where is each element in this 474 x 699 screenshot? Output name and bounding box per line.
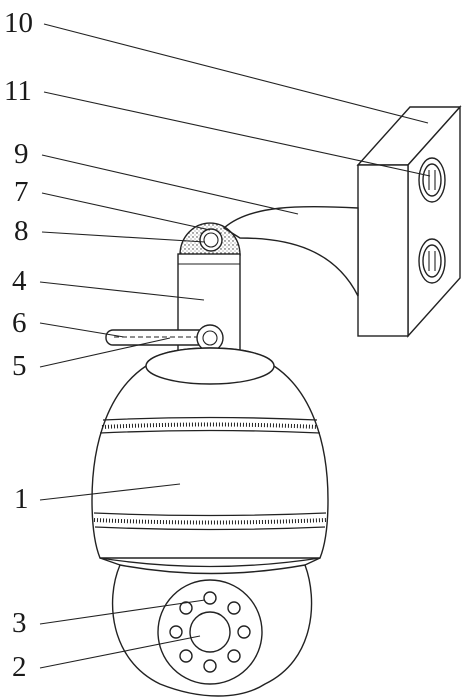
infrared-led-ring	[169, 591, 251, 673]
label-2: 2	[12, 651, 27, 683]
mount-bolt-lower	[418, 238, 446, 284]
label-10: 10	[4, 7, 33, 39]
curved-support-arm	[222, 205, 359, 297]
mount-bolt-upper	[418, 157, 446, 203]
label-5: 5	[12, 350, 27, 382]
label-7: 7	[14, 176, 29, 208]
leader-lines	[39, 23, 431, 669]
wall-mount-plate	[356, 105, 462, 338]
camera-housing	[91, 347, 329, 568]
label-8: 8	[14, 215, 29, 247]
label-9: 9	[14, 138, 29, 170]
rod-collar	[196, 324, 224, 352]
label-4: 4	[12, 265, 27, 297]
camera-lens	[189, 611, 231, 653]
label-3: 3	[12, 607, 27, 639]
label-6: 6	[12, 307, 27, 339]
label-11: 11	[4, 75, 32, 107]
label-1: 1	[14, 483, 29, 515]
